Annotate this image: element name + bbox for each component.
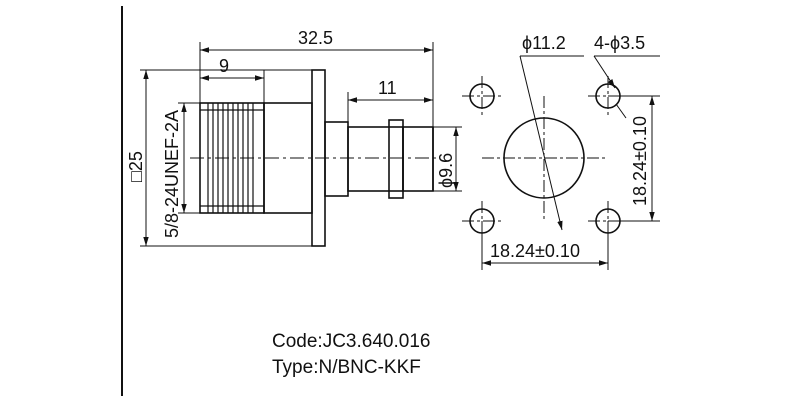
bnc-body-rear xyxy=(324,121,349,197)
dim-bnc-dia-label: ϕ9.6 xyxy=(436,153,456,188)
thread-ridges xyxy=(200,103,264,213)
code-value: JC3.640.016 xyxy=(322,331,431,352)
dim-flange-label: □25 xyxy=(126,151,146,182)
dim-bnc-label: 11 xyxy=(378,78,397,98)
dim-center-hole-leader xyxy=(519,55,563,231)
dim-center-hole-label: ϕ11.2 xyxy=(522,33,566,53)
dim-thread-spec-label: 5/8-24UNEF-2A xyxy=(162,110,182,238)
type-label: Type: xyxy=(272,357,319,378)
code-line: Code:JC3.640.016 xyxy=(272,330,430,354)
side-dimensions xyxy=(140,42,462,247)
bnc-ring xyxy=(388,119,404,199)
code-label: Code: xyxy=(272,331,323,352)
dim-thread-label: 9 xyxy=(219,56,229,76)
type-line: Type:N/BNC-KKF xyxy=(272,356,421,380)
dim-hole-spacing-v-label: 18.24±0.10 xyxy=(630,116,650,206)
dim-mount-holes-label: 4-ϕ3.5 xyxy=(594,33,645,53)
front-dimensions xyxy=(481,55,660,270)
bnc-body xyxy=(347,126,404,192)
type-value: N/BNC-KKF xyxy=(318,357,421,378)
bnc-front xyxy=(402,126,434,192)
side-view xyxy=(190,69,440,247)
dim-mount-holes-leader xyxy=(593,55,616,89)
dim-hole-spacing-h-label: 18.24±0.10 xyxy=(490,241,580,261)
dim-overall-label: 32.5 xyxy=(298,28,333,48)
